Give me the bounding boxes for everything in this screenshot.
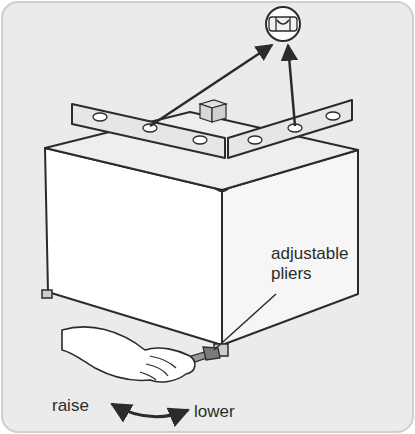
rotation-arrow [112,404,188,417]
finger-line [140,372,156,380]
level-vial [326,112,340,120]
spirit-level [72,104,225,158]
vial-mark [275,17,276,31]
pointer-arrow [288,45,295,126]
direction-label: raise [52,396,112,416]
leader-line [214,294,276,350]
vial [269,17,297,31]
level-vial [248,136,262,144]
level-vial [93,113,107,121]
bubble-callout [266,7,300,41]
part-label: adjustable pliers [271,244,371,285]
hand [62,327,195,382]
pliers-jaw [203,347,220,360]
finger-line [146,364,168,376]
bubble [277,20,289,24]
spirit-level [228,100,352,158]
pedestal-foot [42,290,52,298]
block-side [200,104,212,122]
level-vial [193,136,207,144]
pointer-arrow [150,45,272,126]
rounded-corner [215,188,229,192]
vial-mark [289,17,290,31]
direction-label: lower [194,402,254,422]
block-side [212,104,226,122]
